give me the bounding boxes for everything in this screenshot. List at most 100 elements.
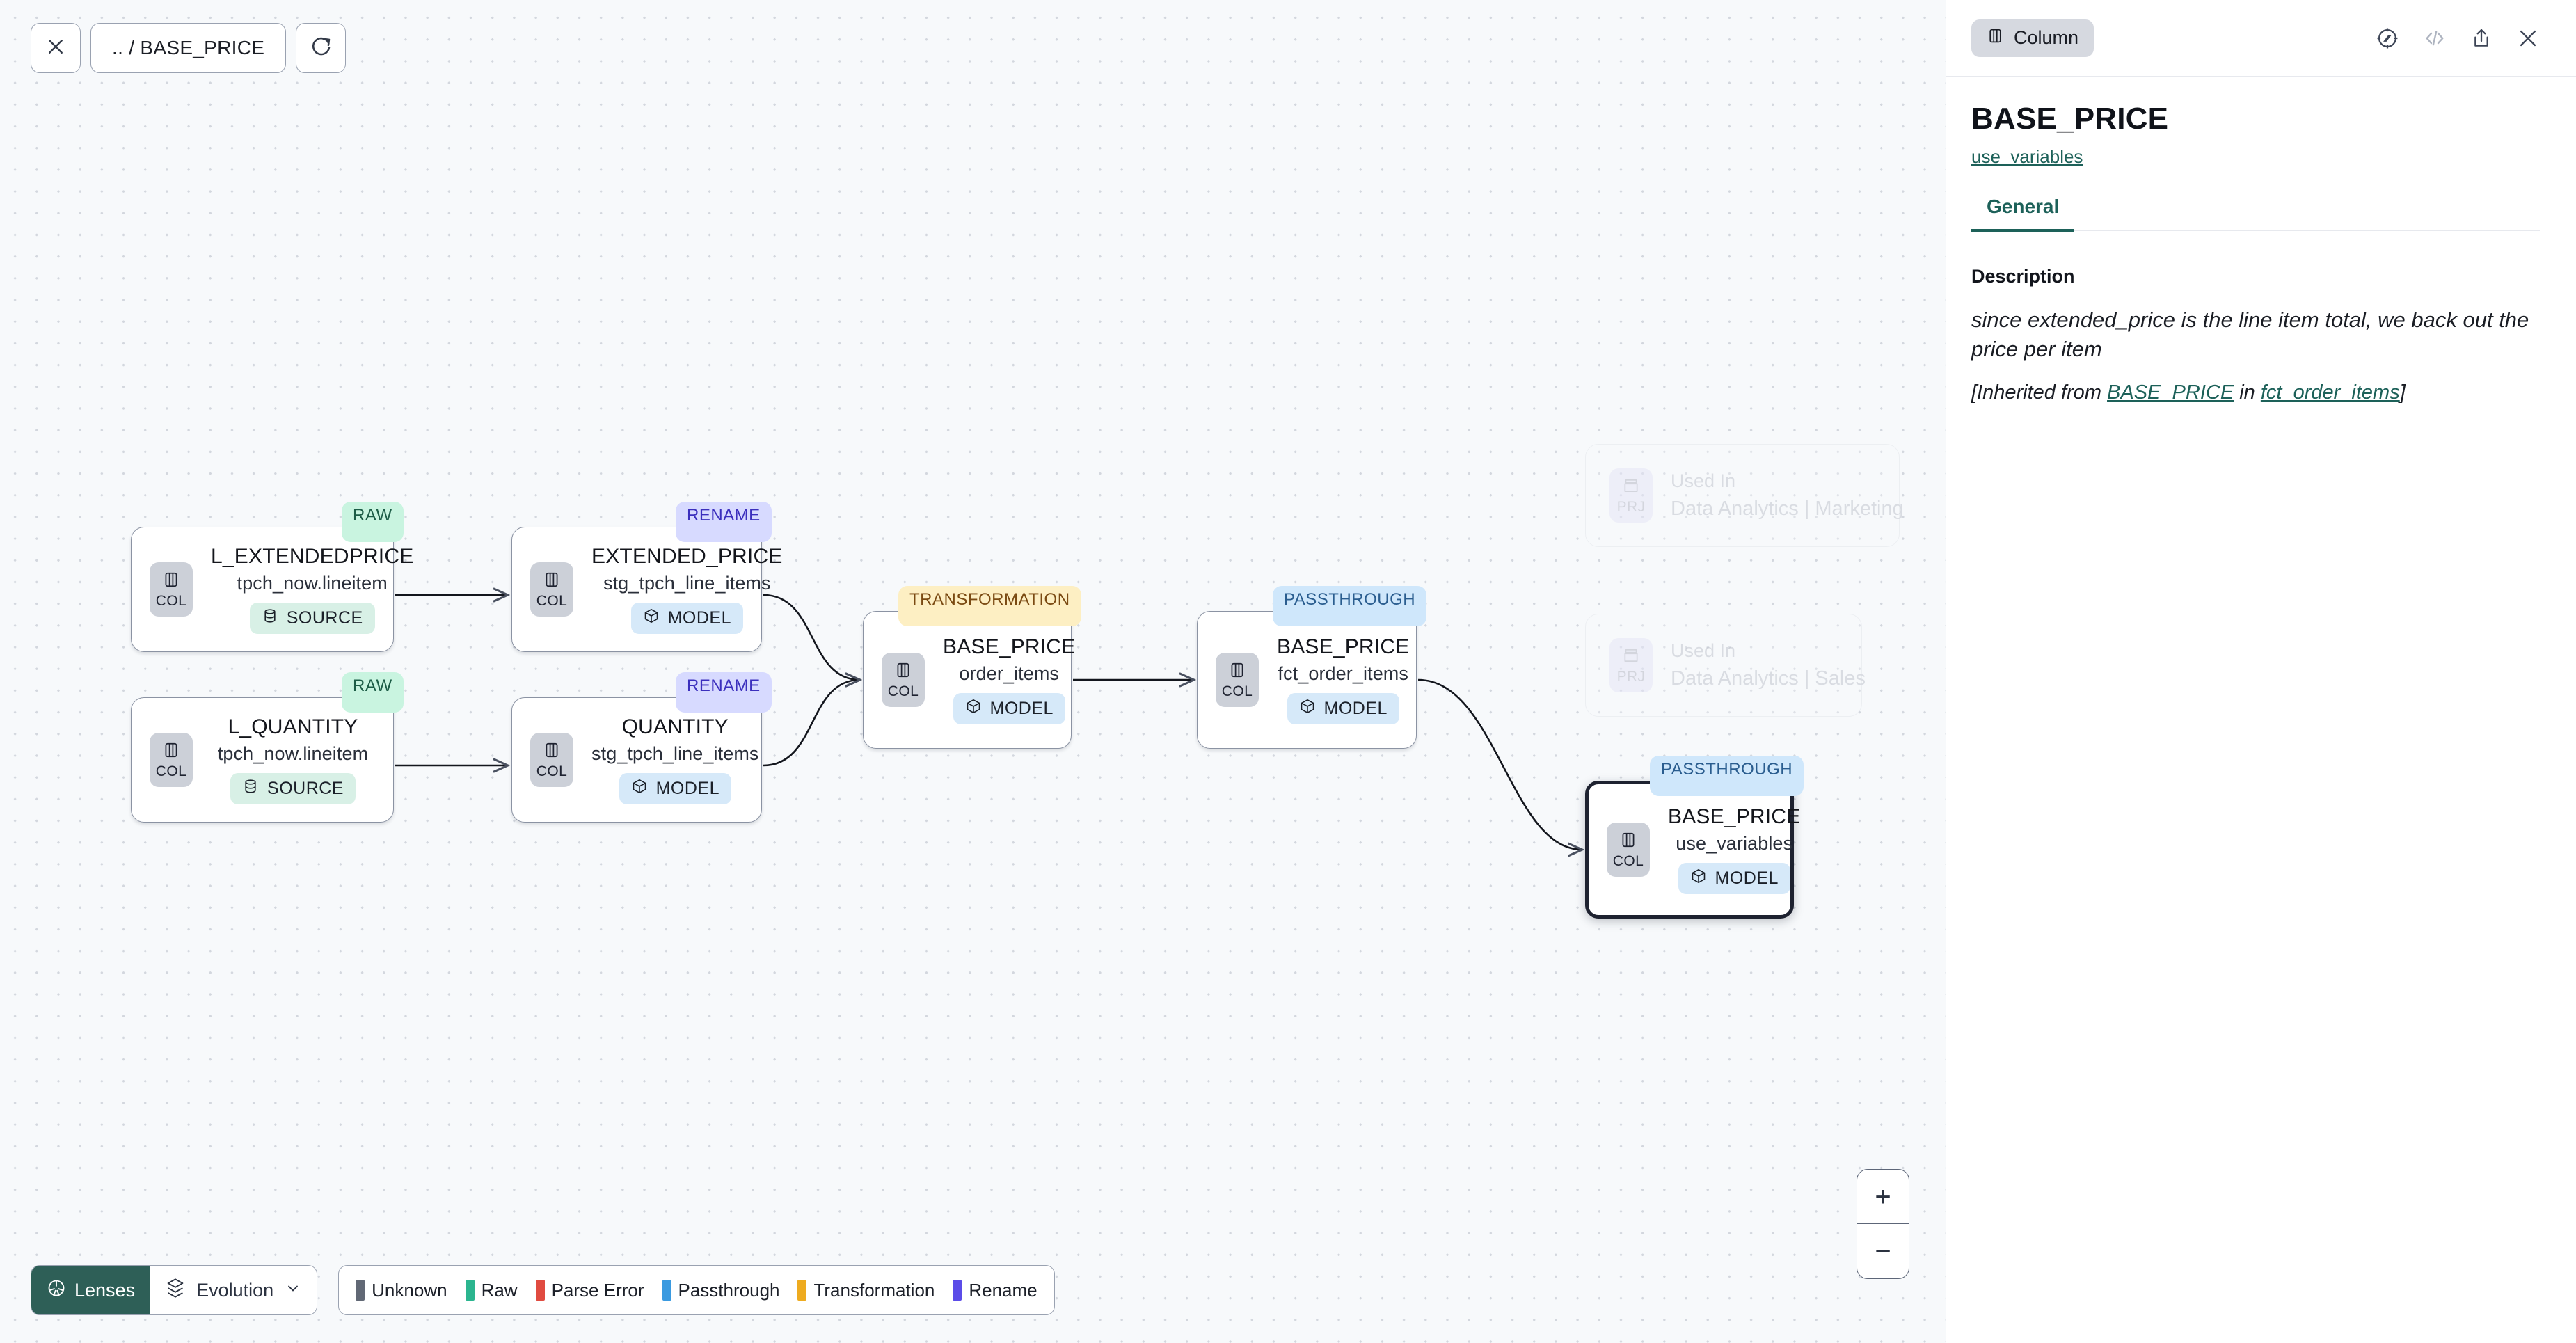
breadcrumb-button[interactable]: .. / BASE_PRICE: [90, 23, 287, 73]
node-lens-badge-rename: RENAME: [676, 502, 772, 542]
tab-general[interactable]: General: [1971, 196, 2075, 232]
legend-item-unknown[interactable]: Unknown: [356, 1280, 447, 1301]
legend-swatch: [953, 1280, 962, 1301]
kind-label: COL: [887, 683, 919, 699]
materialization-badge: SOURCE: [249, 603, 375, 634]
materialization-badge: SOURCE: [230, 773, 356, 804]
refresh-button[interactable]: [296, 23, 347, 73]
lenses-group: Lenses Evolution: [31, 1265, 318, 1315]
project-kind-chip: PRJ: [1609, 638, 1653, 692]
cube-icon: [965, 698, 982, 720]
inherited-middle: in: [2234, 381, 2261, 404]
node-title: EXTENDED_PRICE: [591, 545, 783, 568]
legend-swatch: [356, 1280, 365, 1301]
legend-swatch: [797, 1280, 807, 1301]
column-icon: [543, 741, 561, 763]
code-icon[interactable]: [2423, 26, 2447, 50]
project-icon: [1622, 646, 1640, 668]
legend-label: Parse Error: [551, 1279, 644, 1301]
node-subtitle: stg_tpch_line_items: [603, 573, 771, 594]
kind-label: COL: [536, 763, 568, 779]
kind-label: COL: [155, 593, 187, 609]
materialization-label: MODEL: [655, 779, 719, 798]
node-lens-badge-raw: RAW: [342, 672, 404, 713]
kind-label: COL: [1221, 683, 1253, 699]
description-text: since extended_price is the line item to…: [1971, 307, 2529, 362]
close-icon[interactable]: [2516, 26, 2540, 50]
share-icon[interactable]: [2470, 26, 2492, 50]
legend-label: Raw: [481, 1279, 518, 1301]
lenses-label: Lenses: [74, 1279, 136, 1301]
legend-label: Rename: [969, 1279, 1037, 1301]
inherited-column-link[interactable]: BASE_PRICE: [2107, 381, 2234, 404]
column-icon: [543, 571, 561, 592]
node-lens-badge-rename: RENAME: [676, 672, 772, 713]
layers-icon: [166, 1278, 185, 1303]
node-title: BASE_PRICE: [1277, 635, 1410, 658]
kind-label: PRJ: [1616, 499, 1646, 515]
zoom-in-button[interactable]: +: [1857, 1170, 1909, 1224]
node-title: BASE_PRICE: [943, 635, 1076, 658]
legend-swatch: [662, 1280, 671, 1301]
cube-icon: [1299, 698, 1316, 720]
column-kind-chip: COL: [1216, 653, 1259, 707]
column-icon: [894, 661, 912, 683]
materialization-label: MODEL: [1323, 699, 1388, 718]
materialization-badge: MODEL: [619, 773, 731, 804]
lineage-edge: [763, 680, 860, 767]
aperture-icon: [47, 1278, 66, 1303]
lineage-legend: Unknown Raw Parse Error Passthrough Transfor…: [338, 1265, 1055, 1315]
legend-item-raw[interactable]: Raw: [465, 1279, 518, 1301]
entity-type-label: Column: [2014, 27, 2079, 48]
materialization-badge: MODEL: [1678, 863, 1790, 894]
column-icon: [1987, 27, 2004, 49]
parent-model-link[interactable]: use_variables: [1971, 146, 2083, 167]
node-title: L_QUANTITY: [228, 715, 358, 738]
database-icon: [242, 778, 259, 800]
node-subtitle: fct_order_items: [1278, 663, 1408, 684]
database-icon: [262, 607, 278, 629]
column-kind-chip: COL: [150, 562, 193, 617]
materialization-label: MODEL: [1715, 868, 1779, 888]
node-subtitle: order_items: [959, 663, 1060, 684]
column-icon: [1619, 831, 1637, 852]
node-subtitle: tpch_now.lineitem: [217, 743, 369, 764]
materialization-label: MODEL: [667, 608, 731, 628]
evolution-dropdown[interactable]: Evolution: [150, 1266, 317, 1314]
column-kind-chip: COL: [882, 653, 925, 707]
cube-icon: [643, 607, 660, 629]
inherited-model-link[interactable]: fct_order_items: [2260, 381, 2400, 404]
kind-label: COL: [536, 593, 568, 609]
node-lens-badge-pass: PASSTHROUGH: [1273, 586, 1427, 626]
used-in-label: Used In: [1671, 640, 1736, 661]
close-graph-button[interactable]: [31, 23, 81, 73]
lenses-button[interactable]: Lenses: [31, 1266, 151, 1314]
used-in-name: Data Analytics | Sales: [1671, 667, 1866, 690]
zoom-out-button[interactable]: −: [1875, 1236, 1891, 1266]
inherited-from-note: [Inherited from BASE_PRICE in fct_order_…: [1971, 381, 2540, 404]
page-title: BASE_PRICE: [1971, 102, 2169, 136]
legend-item-rename[interactable]: Rename: [953, 1280, 1037, 1301]
cube-icon: [1690, 868, 1707, 889]
cube-icon: [631, 778, 648, 800]
node-subtitle: use_variables: [1676, 833, 1793, 854]
entity-type-chip: Column: [1971, 19, 2094, 57]
used-in-node-prj-sales[interactable]: PRJ Used In Data Analytics | Sales: [1585, 614, 1866, 717]
legend-label: Transformation: [813, 1279, 935, 1301]
legend-item-passthrough[interactable]: Passthrough: [662, 1280, 779, 1301]
compass-icon[interactable]: [2376, 26, 2399, 50]
legend-item-parse-error[interactable]: Parse Error: [535, 1279, 644, 1301]
refresh-icon: [310, 35, 332, 61]
materialization-badge: MODEL: [1287, 693, 1399, 724]
column-icon: [1228, 661, 1246, 683]
legend-item-transformation[interactable]: Transformation: [797, 1280, 935, 1301]
